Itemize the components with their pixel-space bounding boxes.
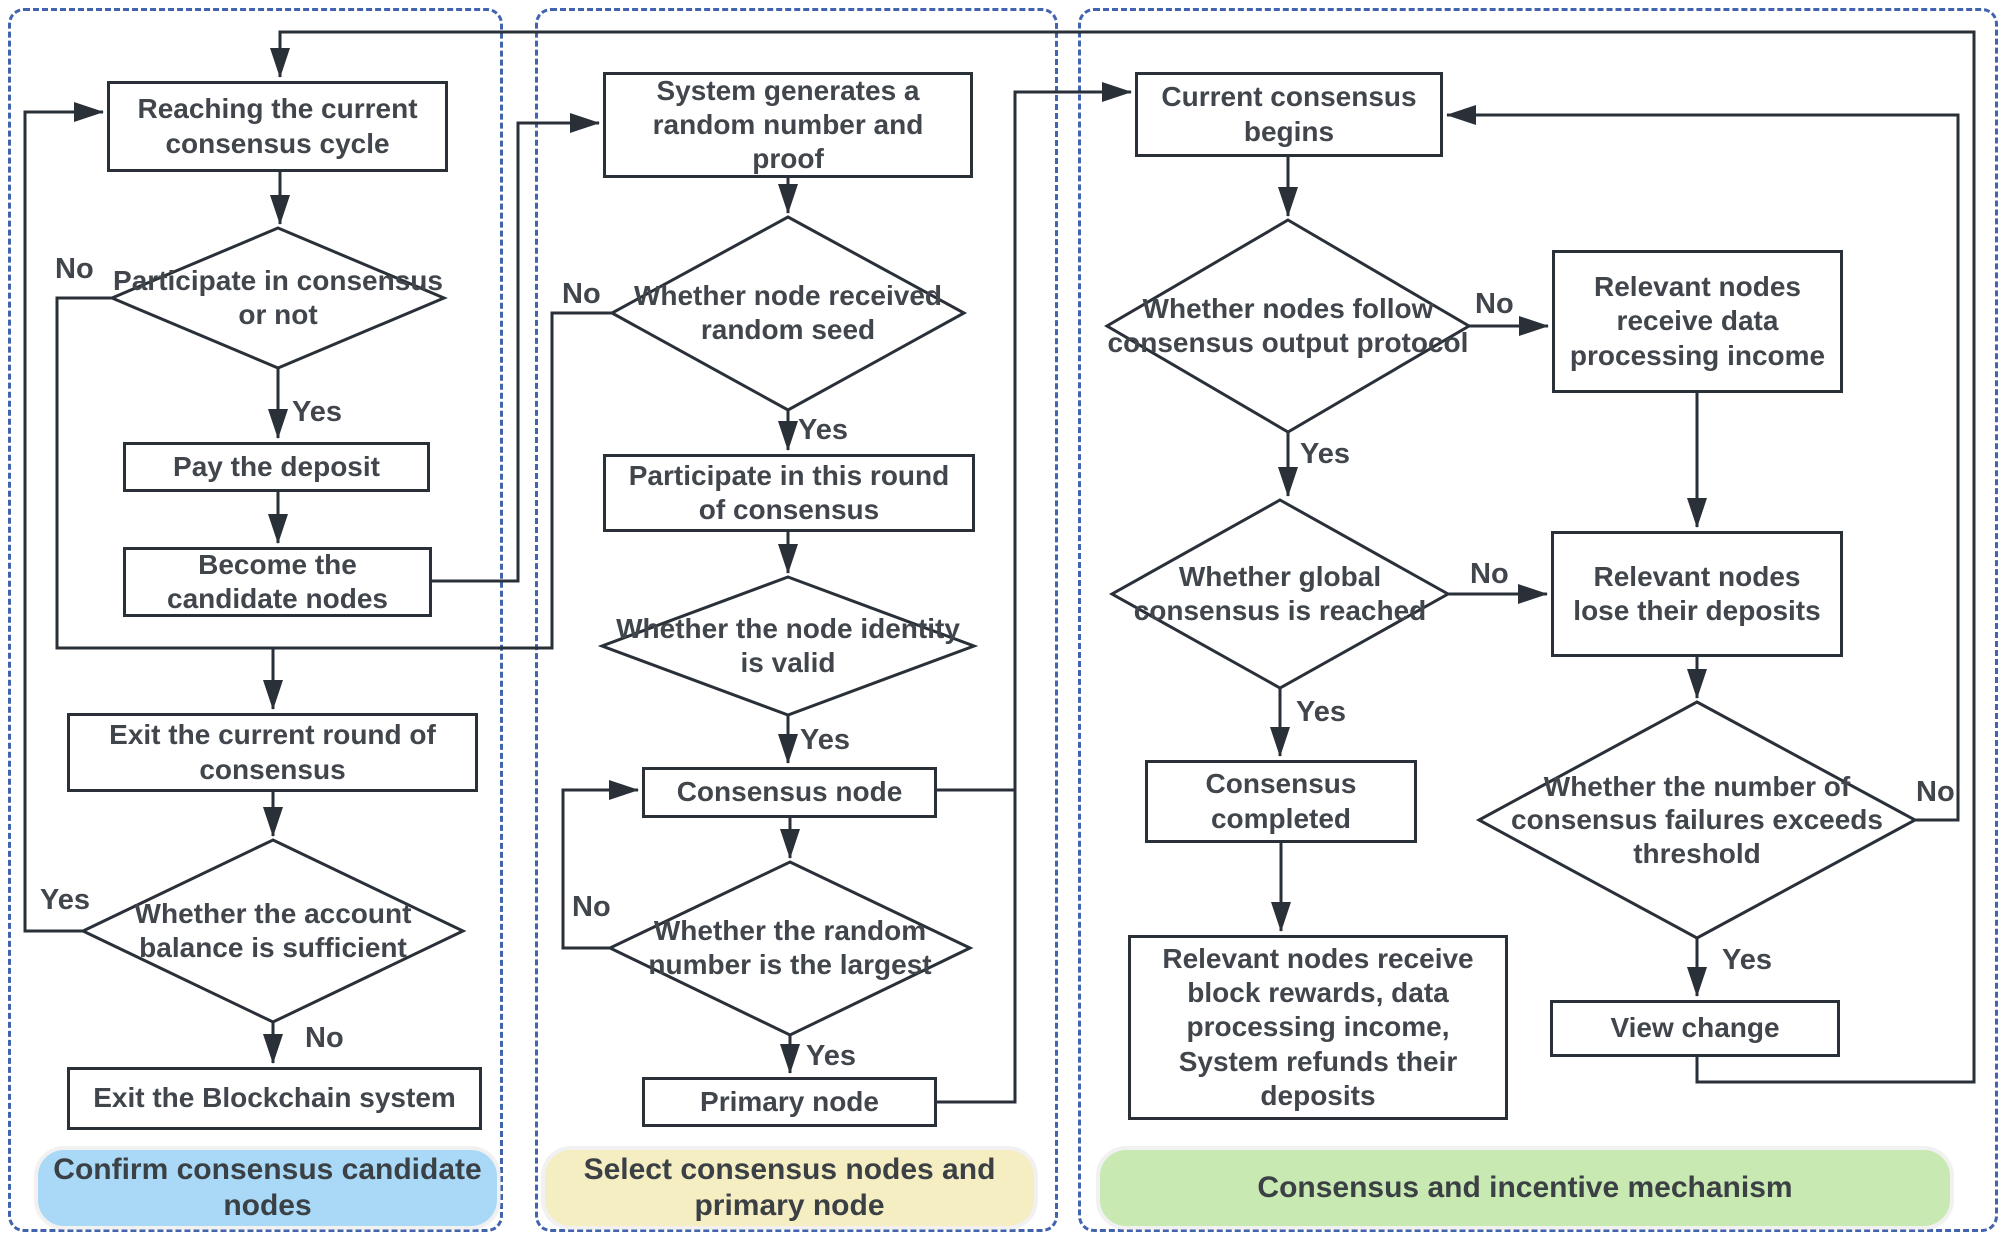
node-block-rewards: Relevant nodes receive block rewards, da… bbox=[1128, 935, 1508, 1120]
node-pay-deposit: Pay the deposit bbox=[123, 442, 430, 492]
branch-participate-no: No bbox=[55, 253, 94, 285]
decision-largest-shape bbox=[606, 860, 974, 1037]
decision-identity-shape bbox=[597, 575, 979, 717]
branch-largest-yes: Yes bbox=[806, 1040, 856, 1072]
decision-balance-shape bbox=[79, 838, 467, 1024]
decision-global-shape bbox=[1108, 498, 1452, 690]
phase-label-select-nodes: Select consensus nodes and primary node bbox=[545, 1150, 1034, 1226]
branch-balance-no: No bbox=[305, 1022, 344, 1054]
phase-label-consensus-incentive-text: Consensus and incentive mechanism bbox=[1257, 1171, 1793, 1204]
branch-seed-yes: Yes bbox=[798, 414, 848, 446]
edge-no-merge-line bbox=[55, 296, 613, 650]
node-consensus-completed-label: Consensus completed bbox=[1205, 768, 1357, 834]
node-participate-round-label: Participate in this round of consensus bbox=[628, 459, 950, 525]
node-exit-blockchain-label: Exit the Blockchain system bbox=[93, 1082, 456, 1114]
node-pay-deposit-label: Pay the deposit bbox=[173, 450, 380, 482]
node-exit-round: Exit the current round of consensus bbox=[67, 713, 478, 792]
branch-failures-yes: Yes bbox=[1722, 944, 1772, 976]
node-lose-deposits: Relevant nodes lose their deposits bbox=[1551, 531, 1843, 657]
phase-label-confirm-candidates: Confirm consensus candidate nodes bbox=[38, 1150, 497, 1226]
node-current-begins: Current consensus begins bbox=[1135, 72, 1443, 157]
node-become-candidate-label: Become the candidate nodes bbox=[167, 548, 388, 614]
node-primary-node: Primary node bbox=[642, 1077, 937, 1127]
edge-become-to-sysgen bbox=[432, 113, 600, 583]
node-system-generates-label: System generates a random number and pro… bbox=[652, 74, 924, 175]
branch-follow-yes: Yes bbox=[1300, 438, 1350, 470]
node-receive-income-label: Relevant nodes receive data processing i… bbox=[1569, 271, 1826, 371]
node-receive-income: Relevant nodes receive data processing i… bbox=[1552, 250, 1843, 393]
node-lose-deposits-label: Relevant nodes lose their deposits bbox=[1573, 560, 1821, 626]
branch-global-no: No bbox=[1470, 558, 1509, 590]
branch-largest-no: No bbox=[572, 891, 611, 923]
branch-follow-no: No bbox=[1475, 288, 1514, 320]
node-view-change: View change bbox=[1550, 1000, 1840, 1057]
branch-participate-yes: Yes bbox=[292, 396, 342, 428]
node-view-change-label: View change bbox=[1610, 1012, 1780, 1044]
branch-global-yes: Yes bbox=[1296, 696, 1346, 728]
node-system-generates: System generates a random number and pro… bbox=[603, 72, 973, 178]
decision-follow-shape bbox=[1104, 218, 1472, 434]
panel-confirm-candidates bbox=[8, 8, 503, 1232]
node-current-begins-label: Current consensus begins bbox=[1161, 81, 1417, 147]
node-reaching-cycle-label: Reaching the current consensus cycle bbox=[137, 93, 418, 159]
node-reaching-cycle: Reaching the current consensus cycle bbox=[107, 81, 448, 172]
node-exit-round-label: Exit the current round of consensus bbox=[109, 719, 436, 785]
node-primary-node-label: Primary node bbox=[700, 1085, 879, 1117]
node-become-candidate: Become the candidate nodes bbox=[123, 547, 432, 617]
edge-largest-no-loop bbox=[561, 780, 639, 950]
edge-balance-yes-loop bbox=[23, 102, 104, 933]
panel-consensus-incentive bbox=[1078, 8, 1998, 1232]
edge-viewchange-to-reaching bbox=[270, 30, 1976, 1084]
branch-failures-no: No bbox=[1916, 776, 1955, 808]
branch-seed-no: No bbox=[562, 278, 601, 310]
node-exit-blockchain: Exit the Blockchain system bbox=[67, 1067, 482, 1130]
branch-balance-yes: Yes bbox=[40, 884, 90, 916]
node-participate-round: Participate in this round of consensus bbox=[603, 454, 975, 532]
decision-participate-shape bbox=[108, 226, 448, 370]
edge-failures-no-loop bbox=[1446, 105, 1960, 822]
decision-failures-shape bbox=[1475, 700, 1919, 940]
node-block-rewards-label: Relevant nodes receive block rewards, da… bbox=[1162, 943, 1474, 1111]
phase-label-select-nodes-text: Select consensus nodes and primary node bbox=[583, 1153, 996, 1222]
edge-primary-to-currentbegins bbox=[937, 82, 1132, 1104]
decision-seed-shape bbox=[608, 215, 968, 412]
phase-label-confirm-candidates-text: Confirm consensus candidate nodes bbox=[53, 1153, 482, 1222]
node-consensus-node: Consensus node bbox=[642, 767, 937, 818]
node-consensus-node-label: Consensus node bbox=[676, 776, 903, 808]
branch-identity-yes: Yes bbox=[800, 724, 850, 756]
panel-select-nodes bbox=[535, 8, 1058, 1232]
phase-label-consensus-incentive: Consensus and incentive mechanism bbox=[1100, 1150, 1950, 1226]
node-consensus-completed: Consensus completed bbox=[1145, 760, 1417, 843]
